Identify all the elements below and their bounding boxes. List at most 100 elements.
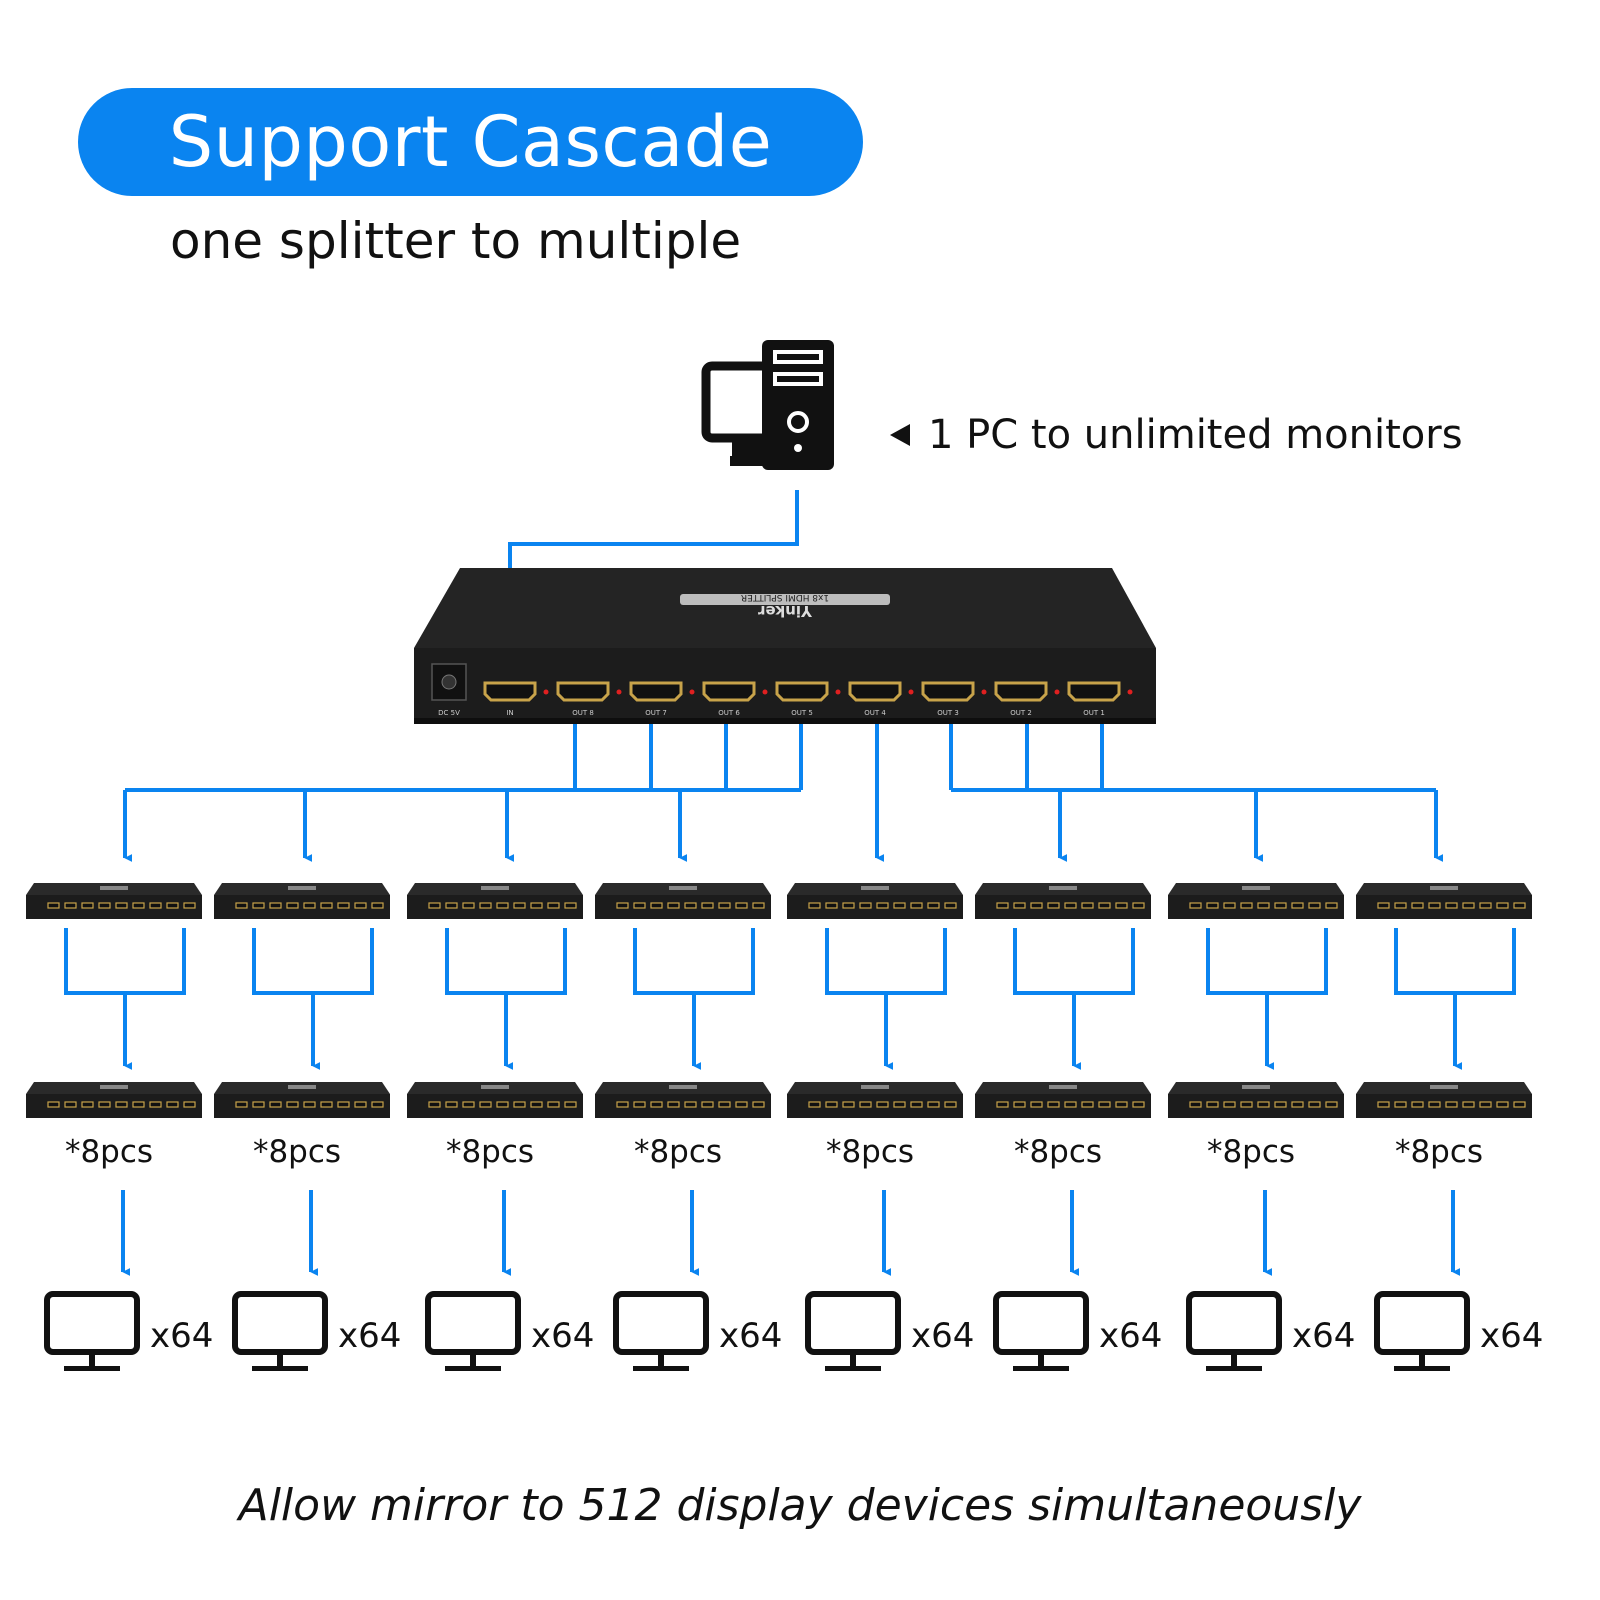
mini-hdmi-port bbox=[616, 902, 629, 909]
pc-monitor-base bbox=[730, 456, 770, 466]
mini-hdmi-port bbox=[633, 1101, 646, 1108]
mini-hdmi-port bbox=[1240, 902, 1253, 909]
mini-hdmi-port bbox=[564, 902, 577, 909]
monitor-neck bbox=[277, 1352, 283, 1368]
mini-hdmi-port bbox=[842, 1101, 855, 1108]
monitor-base bbox=[64, 1366, 120, 1371]
monitor-icon bbox=[44, 1291, 140, 1371]
mini-hdmi-port bbox=[1030, 902, 1043, 909]
port-label: OUT 8 bbox=[572, 709, 594, 717]
status-led bbox=[543, 689, 549, 695]
mini-hdmi-port bbox=[684, 902, 697, 909]
monitor-icon bbox=[425, 1291, 521, 1371]
mini-hdmi-port bbox=[479, 902, 492, 909]
mini-hdmi-port bbox=[1445, 902, 1458, 909]
u-connector bbox=[64, 928, 186, 995]
mini-splitter bbox=[787, 1082, 963, 1118]
mini-splitter-label bbox=[288, 1085, 316, 1089]
monitor-neck bbox=[89, 1352, 95, 1368]
mini-hdmi-port bbox=[1445, 1101, 1458, 1108]
pc-led bbox=[794, 444, 802, 452]
mini-hdmi-port bbox=[252, 1101, 265, 1108]
status-led bbox=[616, 689, 622, 695]
u-connector bbox=[445, 928, 567, 995]
mini-hdmi-port bbox=[149, 902, 162, 909]
monitor-screen bbox=[1374, 1291, 1470, 1355]
mini-hdmi-port bbox=[1291, 902, 1304, 909]
mini-hdmi-port bbox=[1496, 902, 1509, 909]
mini-hdmi-port bbox=[996, 1101, 1009, 1108]
mini-hdmi-port bbox=[286, 1101, 299, 1108]
mini-hdmi-port bbox=[1513, 1101, 1526, 1108]
mini-hdmi-port bbox=[876, 902, 889, 909]
monitor-icon bbox=[993, 1291, 1089, 1371]
monitor-count-label: x64 bbox=[338, 1316, 402, 1356]
mini-hdmi-port bbox=[1496, 1101, 1509, 1108]
monitor-base bbox=[1206, 1366, 1262, 1371]
mini-hdmi-port bbox=[859, 902, 872, 909]
mini-hdmi-port bbox=[1047, 902, 1060, 909]
port-label: OUT 5 bbox=[791, 709, 813, 717]
hdmi-port bbox=[556, 681, 610, 702]
monitor-count-label: x64 bbox=[150, 1316, 214, 1356]
connector-lines bbox=[64, 490, 1516, 1276]
mini-hdmi-port bbox=[718, 902, 731, 909]
mini-hdmi-port bbox=[1132, 902, 1145, 909]
mini-splitter bbox=[975, 883, 1151, 919]
mini-hdmi-port bbox=[98, 902, 111, 909]
dc-jack-hole bbox=[441, 674, 457, 690]
mini-hdmi-port bbox=[1479, 1101, 1492, 1108]
monitor-neck bbox=[1231, 1352, 1237, 1368]
splitter-count-label: *8pcs bbox=[445, 1134, 535, 1170]
monitor-neck bbox=[658, 1352, 664, 1368]
monitor-base bbox=[825, 1366, 881, 1371]
monitor-count-label: x64 bbox=[1292, 1316, 1356, 1356]
mini-splitter bbox=[214, 883, 390, 919]
mini-hdmi-port bbox=[479, 1101, 492, 1108]
mini-hdmi-port bbox=[1428, 1101, 1441, 1108]
mini-splitter-label bbox=[481, 886, 509, 890]
mini-hdmi-port bbox=[1257, 902, 1270, 909]
mini-hdmi-port bbox=[115, 1101, 128, 1108]
mini-hdmi-port bbox=[1206, 902, 1219, 909]
monitor-screen bbox=[44, 1291, 140, 1355]
splitter-bottom-edge bbox=[414, 718, 1156, 724]
monitor-base bbox=[1394, 1366, 1450, 1371]
u-connector bbox=[633, 928, 755, 995]
mini-hdmi-port bbox=[1394, 1101, 1407, 1108]
mini-hdmi-port bbox=[684, 1101, 697, 1108]
mini-hdmi-port bbox=[1308, 902, 1321, 909]
hdmi-port bbox=[848, 681, 902, 702]
mini-hdmi-port bbox=[808, 1101, 821, 1108]
mini-splitter-label bbox=[669, 886, 697, 890]
mini-hdmi-port bbox=[944, 902, 957, 909]
mini-hdmi-port bbox=[303, 1101, 316, 1108]
status-led bbox=[835, 689, 841, 695]
u-connector bbox=[1206, 928, 1328, 995]
mini-splitter bbox=[26, 1082, 202, 1118]
mini-hdmi-port bbox=[98, 1101, 111, 1108]
hdmi-port bbox=[921, 681, 975, 702]
mini-hdmi-port bbox=[530, 1101, 543, 1108]
mini-hdmi-port bbox=[1013, 902, 1026, 909]
mini-splitter bbox=[26, 883, 202, 919]
mini-hdmi-port bbox=[1274, 902, 1287, 909]
mini-hdmi-port bbox=[1257, 1101, 1270, 1108]
monitor-icon bbox=[232, 1291, 328, 1371]
monitor-neck bbox=[1038, 1352, 1044, 1368]
mini-hdmi-port bbox=[547, 902, 560, 909]
hdmi-port bbox=[629, 681, 683, 702]
mini-hdmi-port bbox=[718, 1101, 731, 1108]
mini-hdmi-port bbox=[701, 902, 714, 909]
mini-splitter-label bbox=[1049, 1085, 1077, 1089]
mini-hdmi-port bbox=[462, 902, 475, 909]
mini-hdmi-port bbox=[1377, 902, 1390, 909]
mini-splitter bbox=[407, 883, 583, 919]
mini-hdmi-port bbox=[337, 1101, 350, 1108]
monitor-neck bbox=[1419, 1352, 1425, 1368]
monitor-screen bbox=[1186, 1291, 1282, 1355]
mini-hdmi-port bbox=[1030, 1101, 1043, 1108]
mini-hdmi-port bbox=[1098, 1101, 1111, 1108]
mini-hdmi-port bbox=[616, 1101, 629, 1108]
